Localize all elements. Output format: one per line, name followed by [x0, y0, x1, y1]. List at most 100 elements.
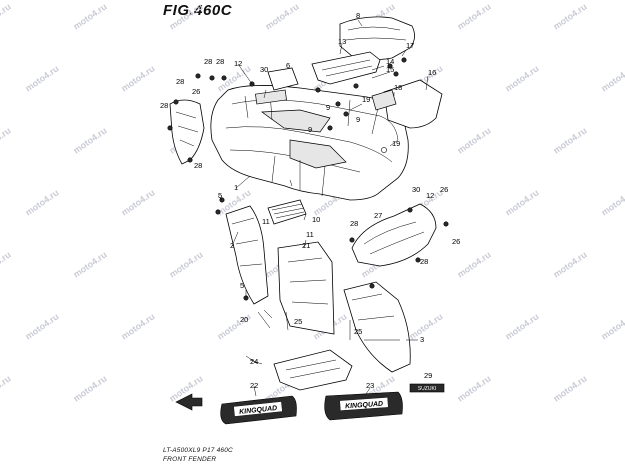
callout-28-a: 28	[204, 57, 212, 66]
part-front-fender-body	[210, 85, 409, 201]
callout-28-g: 28	[420, 257, 428, 266]
callout-30-b: 30	[412, 185, 420, 194]
callout-5-bottom: 5	[240, 281, 244, 290]
badge-text: SUZUKI	[418, 386, 436, 392]
callout-8: 8	[356, 11, 360, 20]
callout-6: 6	[286, 61, 290, 70]
part-skid-plate	[273, 349, 353, 391]
callout-26-a: 26	[192, 87, 200, 96]
callout-12-b: 12	[426, 191, 434, 200]
watermark-text: moto4.ru	[599, 187, 625, 217]
watermark-text: moto4.ru	[119, 187, 156, 217]
watermark-text: moto4.ru	[0, 1, 13, 31]
watermark-text: moto4.ru	[551, 1, 588, 31]
watermark-text: moto4.ru	[551, 125, 588, 155]
callout-19-a: 19	[362, 95, 370, 104]
watermark-text: moto4.ru	[23, 311, 60, 341]
callout-17: 17	[406, 41, 414, 50]
decal-right: KINGQUAD	[324, 391, 403, 421]
watermark-text: moto4.ru	[503, 63, 540, 93]
watermark-text: moto4.ru	[455, 1, 492, 31]
callout-29: 29	[424, 371, 432, 380]
watermark-text: moto4.ru	[71, 249, 108, 279]
watermark-text: moto4.ru	[263, 1, 300, 31]
callout-27: 27	[374, 211, 382, 220]
watermark-text: moto4.ru	[551, 373, 588, 403]
watermark-text: moto4.ru	[0, 125, 13, 155]
watermark-text: moto4.ru	[0, 249, 13, 279]
callout-11-b: 11	[306, 230, 314, 239]
callout-15: 15	[386, 65, 394, 74]
watermark-text: moto4.ru	[119, 311, 156, 341]
callout-22: 22	[250, 381, 258, 390]
leader-lines	[217, 19, 429, 397]
callout-25-a: 25	[294, 317, 302, 326]
part-right-panel	[371, 79, 443, 129]
figure-title: FIG.460C	[163, 2, 233, 19]
callout-28-b: 28	[216, 57, 224, 66]
part-grille	[267, 199, 307, 225]
callout-2: 2	[230, 241, 234, 250]
part-right-mudguard	[343, 281, 411, 373]
watermark-text: moto4.ru	[503, 187, 540, 217]
callout-9-b: 9	[326, 103, 330, 112]
watermark-text: moto4.ru	[71, 125, 108, 155]
callout-11-a: 11	[262, 217, 270, 226]
callout-26-c: 26	[452, 237, 460, 246]
callout-numbers: 1 2 3 5 5 6 8 9 9 9 10 11 11 12 12 13 14…	[160, 11, 460, 390]
part-badge: SUZUKI	[409, 383, 445, 393]
model-line: LT-A500XL9 P17 460C	[163, 447, 233, 454]
callout-18: 18	[394, 83, 402, 92]
callout-20: 20	[240, 315, 248, 324]
callout-14: 14	[386, 57, 394, 66]
part-inner-panel	[277, 241, 335, 335]
callout-9-c: 9	[356, 115, 360, 124]
watermark-text: moto4.ru	[599, 63, 625, 93]
watermark-text: moto4.ru	[0, 373, 13, 403]
part-bracket-13	[311, 51, 381, 85]
callout-13: 13	[338, 37, 346, 46]
watermark-text: moto4.ru	[551, 249, 588, 279]
part-left-mudguard	[225, 205, 269, 305]
watermark-text: moto4.ru	[599, 311, 625, 341]
part-small-cover	[267, 67, 299, 91]
callout-28-c: 28	[176, 77, 184, 86]
callout-21: 21	[302, 241, 310, 250]
watermark-text: moto4.ru	[71, 1, 108, 31]
front-direction-arrow-icon	[175, 393, 203, 411]
watermark-text: moto4.ru	[455, 125, 492, 155]
callout-24: 24	[250, 357, 258, 366]
watermark-text: moto4.ru	[455, 373, 492, 403]
callout-1: 1	[234, 183, 238, 192]
watermark-text: moto4.ru	[119, 63, 156, 93]
watermark-text: moto4.ru	[71, 373, 108, 403]
callout-30-a: 30	[260, 65, 268, 74]
figure-caption: FRONT FENDER	[163, 456, 217, 463]
callout-25-b: 25	[354, 327, 362, 336]
decal-left-brand: KINGQUAD	[239, 405, 278, 416]
callout-12-a: 12	[234, 59, 242, 68]
callout-3: 3	[420, 335, 424, 344]
watermark-text: moto4.ru	[167, 1, 204, 31]
watermark-text: moto4.ru	[23, 187, 60, 217]
part-top-cover	[339, 16, 415, 60]
callout-28-d: 28	[160, 101, 168, 110]
callout-28-f: 28	[350, 219, 358, 228]
part-left-side-panel	[169, 99, 205, 165]
decal-left: KINGQUAD	[220, 395, 297, 425]
watermark-text: moto4.ru	[167, 249, 204, 279]
watermark-text: moto4.ru	[503, 311, 540, 341]
callout-16: 16	[428, 68, 436, 77]
callout-26-b: 26	[440, 185, 448, 194]
watermark-text: moto4.ru	[455, 249, 492, 279]
callout-19-b: 19	[392, 139, 400, 148]
watermark-text: moto4.ru	[407, 311, 444, 341]
callout-28-e: 28	[194, 161, 202, 170]
callout-23: 23	[366, 381, 374, 390]
callout-9-a: 9	[308, 125, 312, 134]
callout-10: 10	[312, 215, 320, 224]
watermark-layer: moto4.ru moto4.ru moto4.ru moto4.ru moto4.ru…	[0, 1, 625, 403]
part-right-fender-piece	[351, 203, 437, 267]
decal-right-brand: KINGQUAD	[345, 401, 384, 411]
